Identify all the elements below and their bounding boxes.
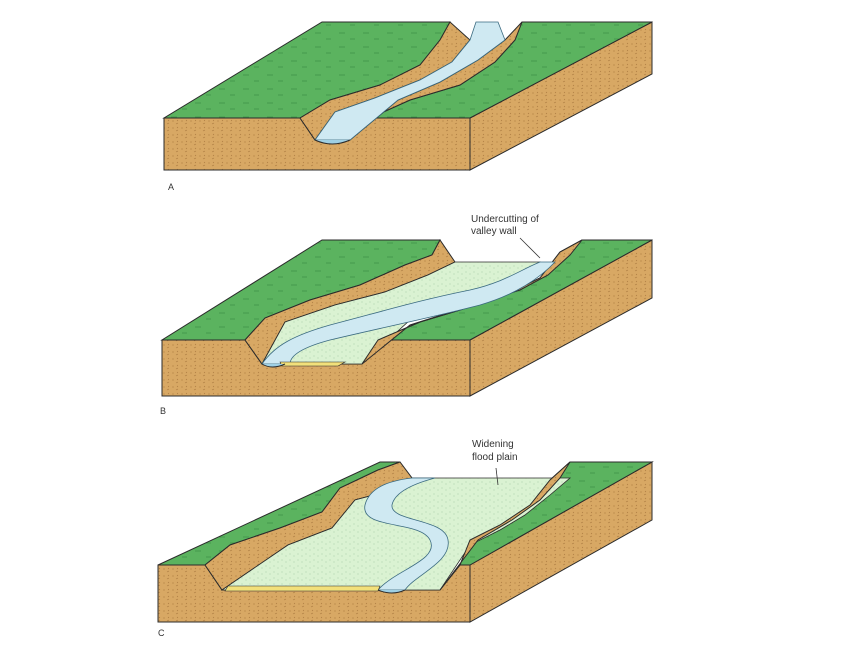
panel-b-annotation-leader (519, 237, 541, 259)
panel-b-annotation-line-1: Undercutting of (471, 214, 539, 225)
panel-c-block (157, 461, 654, 623)
panel-c-annotation-line-2: flood plain (472, 452, 518, 463)
panel-b-block (160, 239, 653, 397)
panel-c-stream-channel (377, 589, 406, 594)
panel-c-annotation-leader (495, 467, 499, 486)
panel-c-stream (364, 477, 449, 591)
panel-c-sediment (224, 585, 381, 592)
panel-b-stream-channel (261, 363, 286, 368)
panel-a-letter: A (168, 182, 174, 192)
panel-b-stream (261, 261, 556, 365)
panel-c-right-valley-wall (439, 461, 571, 591)
panel-a-stream (314, 21, 506, 141)
panel-c-letter: C (158, 628, 165, 638)
panel-b-annotation-line-2: valley wall (471, 226, 517, 237)
panel-a-stream-channel (314, 139, 351, 145)
panel-c-annotation-line-1: Widening (472, 439, 514, 450)
panel-a-block (162, 21, 653, 171)
panel-b-letter: B (160, 406, 166, 416)
panel-b-sediment (279, 361, 347, 367)
